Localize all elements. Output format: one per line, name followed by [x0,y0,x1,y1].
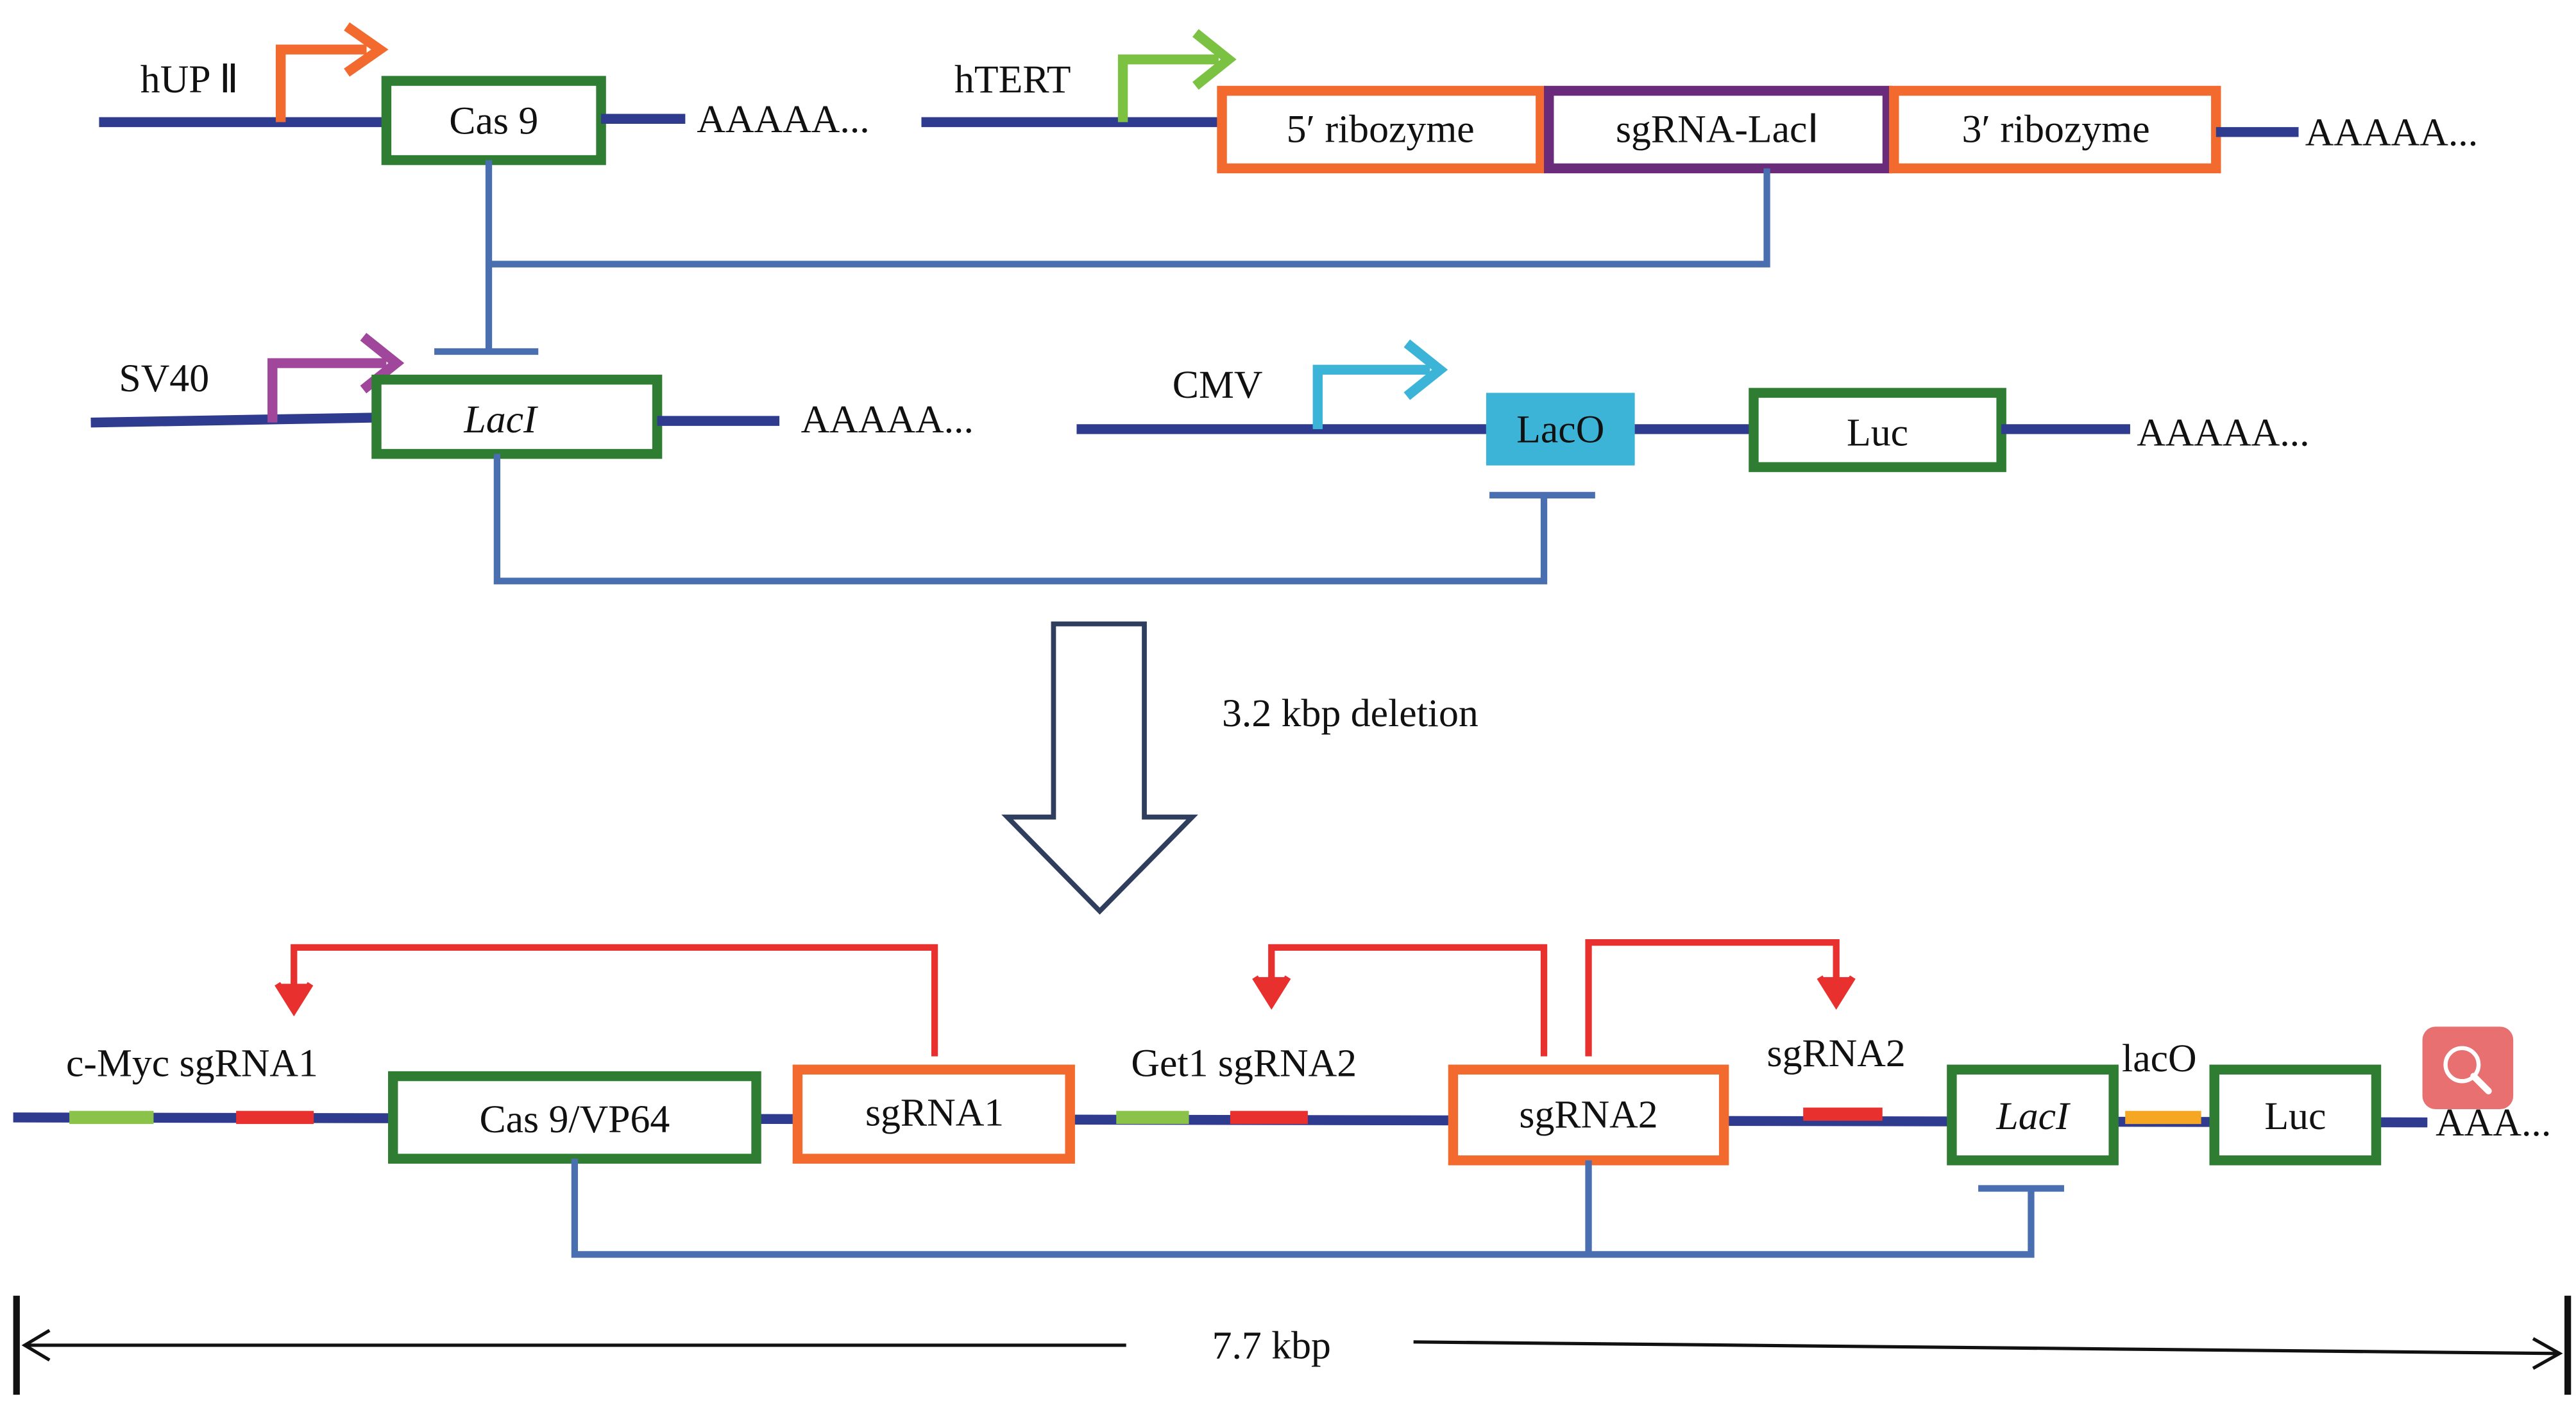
sgrna1-target-arrow [291,944,938,1057]
laci-box [1947,1064,2119,1166]
length-label: 7.7 kbp [1212,1324,1331,1368]
polya-label: AAAAA... [2305,110,2478,154]
ribozyme3-label: 3′ ribozyme [1962,107,2150,151]
luc-box [2209,1064,2382,1166]
sgrna2-label: sgRNA2 [1519,1093,1657,1136]
cas9vp64-box [387,1071,761,1164]
cut-arrows [275,939,1856,1057]
sgrna1-label: sgRNA1 [865,1091,1004,1135]
polya-label: AAAAA... [697,98,869,141]
laci-label: LacI [463,398,538,441]
arrowhead-icon [1192,29,1237,90]
sgrna2-site-label: sgRNA2 [1767,1032,1906,1075]
laci-box [371,375,663,459]
sgrna-laci-label: sgRNA-LacⅠ [1616,107,1819,151]
bottom-repression-connector [571,1159,2064,1258]
ribozyme5-label: 5′ ribozyme [1287,107,1475,151]
sgrna2-target-arrow-left [1268,944,1548,1057]
connector-line [485,160,1770,352]
down-arrow-icon [1001,621,1198,915]
polya-label: AAAAA... [801,398,974,441]
promoter-arrow-icon [1312,364,1430,429]
arrowhead-icon [1817,975,1856,1010]
ribozyme5-box [1217,85,1546,174]
luc-label: Luc [1847,411,1908,455]
zoom-button-bg[interactable] [2422,1026,2514,1110]
laco-label: LacO [1516,408,1604,452]
arrowhead-icon [344,22,389,77]
hup2-cas9-construct: hUP Ⅱ Cas 9 AAAAA... [99,22,870,166]
promoter-arrow-icon [275,44,367,123]
dna-line [90,412,377,428]
length-scale: 7.7 kbp [13,1295,2572,1395]
connector-line [493,454,1548,584]
cmyc-label: c-Myc sgRNA1 [66,1042,318,1085]
get1-label: Get1 sgRNA2 [1131,1042,1357,1085]
cmv-laco-luc-construct: CMV LacO Luc AAAAA... [1076,339,2310,472]
promoter-arrow-icon [1117,54,1219,123]
magnifier-handle[interactable] [2470,1073,2492,1094]
htert-sgrna-construct: hTERT 5′ ribozyme sgRNA-LacⅠ 3′ ribozyme… [921,29,2478,174]
arrowhead-icon [1403,339,1448,400]
laci-repression-connector [493,454,1595,584]
laco-box [1486,393,1635,466]
arrowhead-icon [275,982,314,1017]
polya-label: AAAAA... [2137,411,2309,455]
cas9-repression-connector [434,160,1770,355]
scale-line [1413,1340,2558,1356]
promoter-arrow-icon [267,358,387,423]
htert-label: hTERT [954,58,1071,101]
laco-label: lacO [2122,1037,2197,1080]
luc-label: Luc [2264,1094,2326,1138]
cmv-label: CMV [1173,363,1263,407]
zoom-button[interactable] [2422,1026,2514,1110]
sgrna1-box [792,1064,1075,1164]
arrowhead-left-icon [21,1329,51,1362]
sv40-label: SV40 [119,357,209,400]
sgrna-laci-box [1544,85,1893,174]
combined-construct: c-Myc sgRNA1 Cas 9/VP64 sgRNA1 Get1 sgRN… [13,1032,2551,1166]
arrowhead-right-icon [2532,1337,2563,1370]
hup2-label: hUP Ⅱ [140,58,239,101]
sv40-laci-construct: SV40 LacI AAAAA... [90,332,974,459]
magnifier-icon[interactable] [2443,1046,2481,1084]
arrowhead-icon [1252,975,1291,1010]
cas9vp64-label: Cas 9/VP64 [479,1098,670,1141]
sgrna2-target-arrow-right [1585,939,1840,1057]
cas9-label: Cas 9 [449,99,538,142]
deletion-label: 3.2 kbp deletion [1222,692,1479,735]
connector-line [571,1159,2035,1258]
laci-label: LacI [1996,1094,2071,1138]
sgrna2-box [1448,1064,1729,1166]
